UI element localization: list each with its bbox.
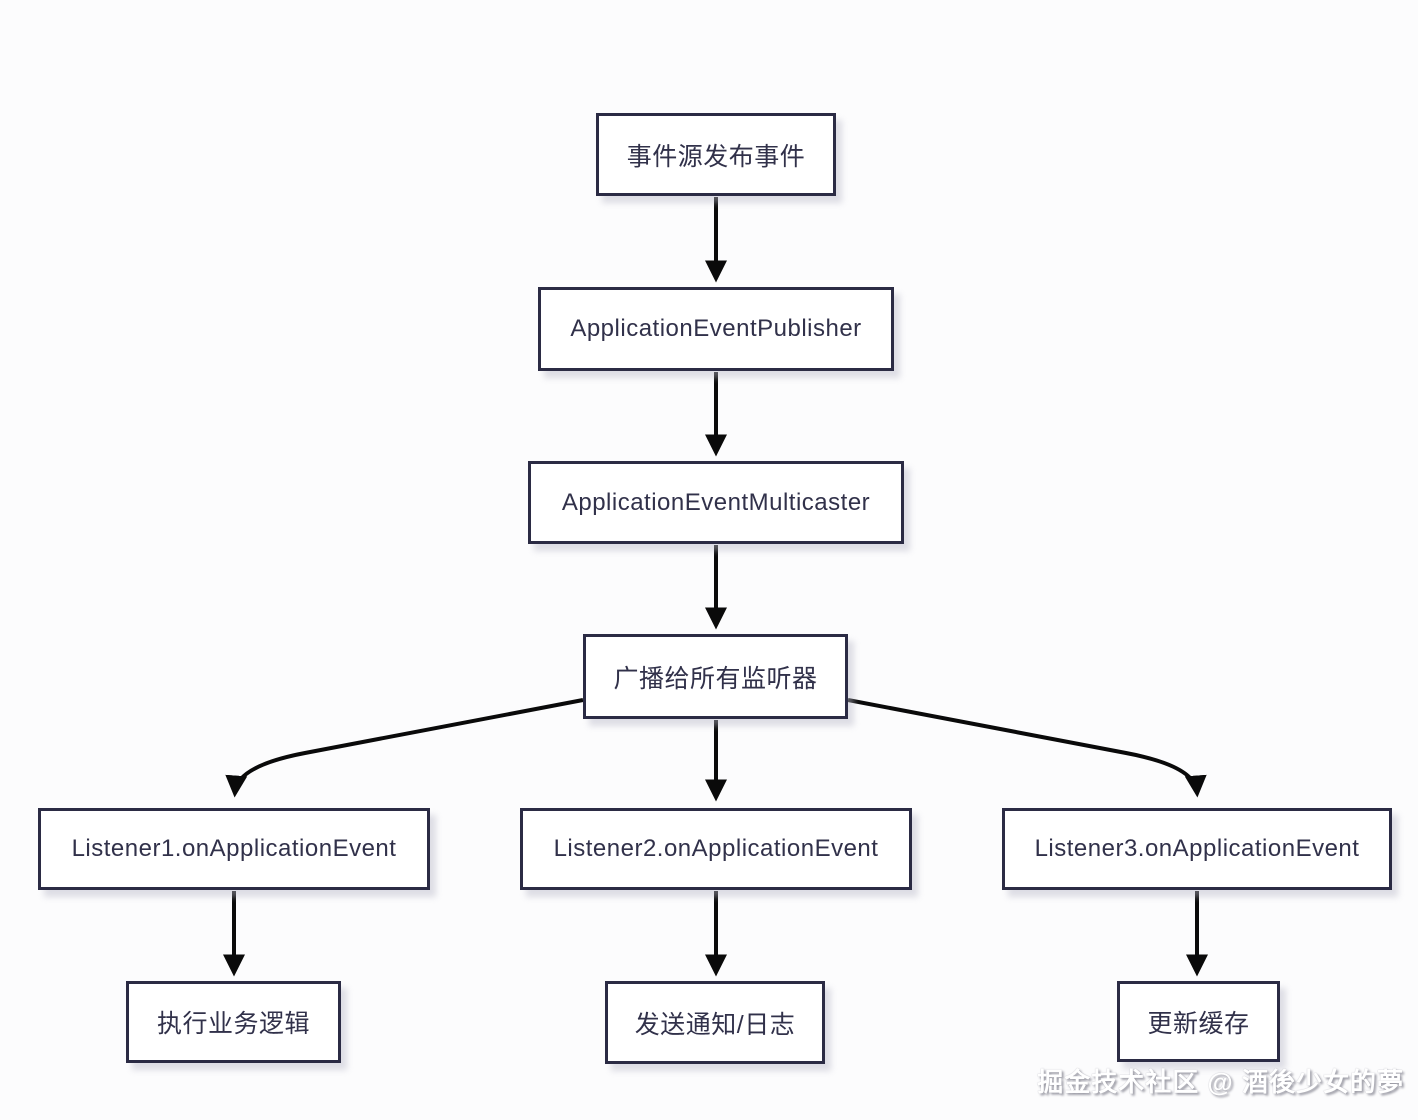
node-event-source-label: 事件源发布事件 [626,142,806,171]
node-event-source: 事件源发布事件 [596,113,836,196]
node-listener3-label: Listener3.onApplicationEvent [1034,835,1360,862]
node-listener1-label: Listener1.onApplicationEvent [71,835,397,862]
node-publisher: ApplicationEventPublisher [538,287,894,371]
node-action-cache: 更新缓存 [1117,981,1280,1062]
node-action-notify: 发送通知/日志 [605,981,825,1064]
node-listener3: Listener3.onApplicationEvent [1002,808,1392,890]
node-listener2: Listener2.onApplicationEvent [520,808,912,890]
node-publisher-label: ApplicationEventPublisher [570,315,862,342]
node-broadcast: 广播给所有监听器 [583,634,848,719]
node-multicaster-label: ApplicationEventMulticaster [561,488,871,516]
node-action-notify-label: 发送通知/日志 [634,1010,796,1039]
node-multicaster: ApplicationEventMulticaster [528,461,904,544]
arrow-broadcast-to-listener3 [847,698,1207,798]
node-listener2-label: Listener2.onApplicationEvent [553,835,879,862]
arrow-broadcast-to-listener1 [225,698,584,798]
watermark: 掘金技术社区 @ 酒後少女的夢 [1037,1067,1404,1097]
node-listener1: Listener1.onApplicationEvent [38,808,430,890]
node-action-cache-label: 更新缓存 [1147,1009,1250,1038]
node-action-business-label: 执行业务逻辑 [156,1010,310,1038]
node-broadcast-label: 广播给所有监听器 [613,664,818,693]
node-action-business: 执行业务逻辑 [126,981,341,1063]
